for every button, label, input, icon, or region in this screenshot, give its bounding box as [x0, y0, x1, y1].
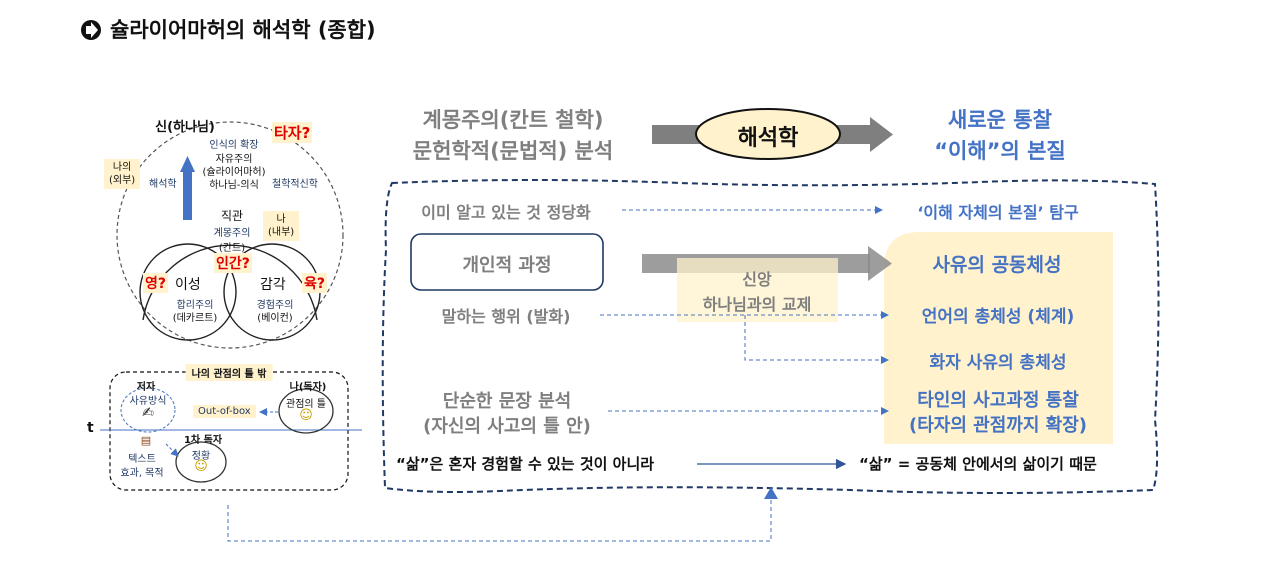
reader-circle	[278, 388, 334, 434]
text-situation-arrow	[165, 443, 179, 457]
books-icon: ▤	[140, 434, 152, 447]
effect-purpose-label: 효과, 목적	[120, 468, 164, 479]
speaker-branch-arrow	[744, 315, 889, 364]
reader-face-icon: ☺	[299, 408, 313, 423]
bacon-label: (베이컨)	[257, 313, 293, 324]
descartes-label: (데카르트)	[172, 313, 218, 324]
out-of-box-label: Out-of-box	[193, 405, 256, 418]
author-label: 저자	[136, 382, 156, 393]
reason-label: 이성	[175, 277, 201, 293]
flesh-question-label: 육?	[302, 273, 328, 293]
thought-community-label: 사유의 공동체성	[932, 254, 1062, 276]
kant-label: (칸트)	[218, 243, 246, 254]
writing-hand-icon: ✍	[142, 405, 154, 421]
header-right-line2: “이해”의 본질	[934, 139, 1066, 163]
speech-act-label: 말하는 행위 (발화)	[441, 307, 571, 326]
simple-analysis-line1: 단순한 문장 분석	[442, 391, 572, 412]
hermeneutics-small-label: 해석학	[149, 179, 177, 190]
god-consciousness-label: 하나님-의식	[209, 180, 259, 191]
simple-analysis-line2: (자신의 사고의 틀 안)	[423, 416, 591, 437]
reason-circle	[139, 243, 237, 341]
bottom-connector	[227, 497, 772, 542]
others-process-line2: (타자의 관점까지 확장)	[908, 415, 1088, 436]
header-right-line1: 새로운 통찰	[948, 108, 1052, 132]
spirit-question-label: 영?	[143, 273, 169, 293]
first-reader-label: 1차 독자	[183, 435, 223, 446]
language-totality-label: 언어의 총체성 (체계)	[921, 307, 1075, 327]
page-title: 슐라이어마허의 해석학 (종합)	[110, 18, 376, 42]
header-left-line1: 계몽주의(칸트 철학)	[422, 108, 604, 132]
other-question-label: 타자?	[272, 122, 313, 143]
frame-box-border	[109, 371, 349, 491]
first-reader-face-icon: ☺	[194, 459, 208, 474]
god-exchange-label: 하나님과의 교제	[702, 295, 812, 314]
first-reader-circle	[175, 441, 227, 483]
up-arrow-icon	[180, 156, 195, 220]
god-label: 신(하나님)	[155, 120, 215, 135]
header-left-line2: 문헌학적(문법적) 분석	[412, 139, 614, 163]
community-panel	[884, 232, 1113, 444]
hermeneutics-center-label: 해석학	[737, 126, 799, 151]
text-label: 텍스트	[128, 454, 156, 465]
my-outside-label: 나의 (외부)	[104, 159, 141, 189]
me-inside-label: 나 (내부)	[263, 211, 300, 241]
sense-label: 감각	[260, 277, 286, 293]
faith-label: 신앙	[742, 270, 772, 289]
explore-understanding-label: ‘이해 자체의 본질’ 탐구	[917, 203, 1079, 222]
outer-dashed-circle	[116, 121, 344, 349]
outside-frame-label: 나의 관점의 틀 밖	[185, 364, 273, 381]
intuition-label: 직관	[220, 209, 244, 223]
author-circle	[120, 387, 176, 433]
speaker-totality-label: 화자 사유의 총체성	[929, 353, 1067, 373]
personal-process-label: 개인적 과정	[462, 255, 552, 276]
rationalism-label: 합리주의	[176, 300, 214, 311]
life-not-alone-label: “삶”은 혼자 경험할 수 있는 것이 아니라	[396, 455, 655, 473]
expansion-label: 인식의 확장	[209, 140, 259, 151]
author-thinking-label: 사유방식	[129, 396, 167, 407]
hermeneutics-ellipse	[695, 108, 841, 160]
faith-box	[677, 258, 838, 322]
bottom-connector-arrowhead	[764, 487, 778, 499]
justify-known-label: 이미 알고 있는 것 정당화	[421, 203, 591, 222]
liberalism-label: 자유주의	[215, 154, 253, 165]
human-question-label: 인간?	[214, 253, 252, 273]
others-process-line1: 타인의 사고과정 통찰	[917, 390, 1079, 411]
empiricism-label: 경험주의	[256, 300, 294, 311]
philosophical-theology-label: 철학적신학	[272, 179, 318, 190]
t-axis-label: t	[87, 420, 94, 436]
enlightenment-label: 계몽주의	[213, 228, 251, 239]
viewpoint-frame-label: 관점의 틀	[286, 399, 326, 410]
life-community-label: “삶” = 공동체 안에서의 삶이기 때문	[859, 455, 1097, 473]
reader-me-label: 나(독자)	[289, 382, 327, 393]
title-bullet-icon	[81, 20, 101, 40]
situation-label: 정황	[191, 451, 211, 462]
main-dashed-region	[381, 179, 1160, 494]
schleiermacher-label: (슐라이어마허)	[202, 167, 266, 178]
personal-process-box	[410, 233, 604, 291]
